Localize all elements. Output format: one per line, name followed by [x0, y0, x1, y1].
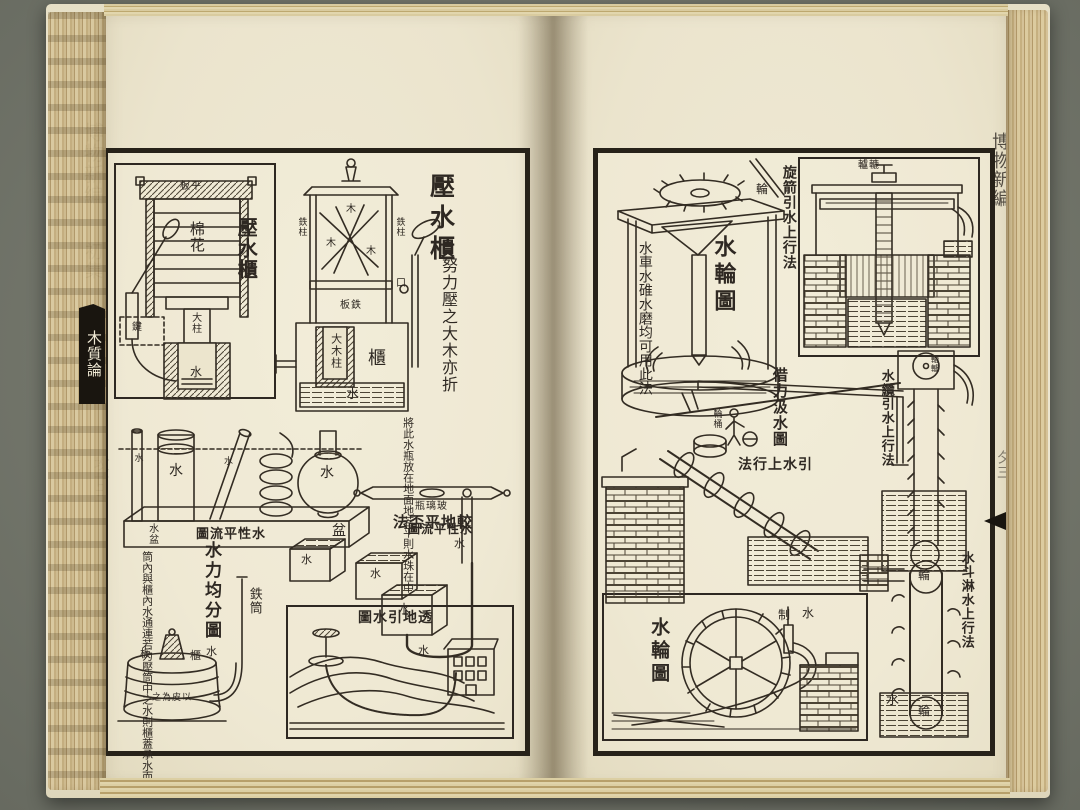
- case-wheel-group: 輪 水輪圖 水車水碓水磨均可用此法: [600, 157, 792, 429]
- waterwheel-caption: 水輪圖: [648, 617, 670, 686]
- press-water-label: 水: [190, 365, 204, 379]
- case-wheel-label: 輪: [756, 182, 770, 196]
- cable-axle-label: 轆轤: [930, 355, 940, 373]
- distributor-pipe-label: 鉄筒: [247, 587, 263, 615]
- tower-iron-board-label: 板鉄: [340, 300, 362, 311]
- tower-chest-label: 櫃: [368, 348, 387, 368]
- middle-devices-drawing: [598, 153, 980, 741]
- case-wheel-caption: 水輪圖: [711, 235, 737, 316]
- vessel-slant-water-label: 水: [224, 456, 235, 466]
- vessel-tube-water-label: 水: [133, 453, 144, 463]
- stacked-page-edges-bottom: [100, 778, 1010, 798]
- distributor-group: 水力均分圖 筒內與櫃內水通連若力壓筒中之水則櫃蓋承水而起 板 櫃 水 之為皮以 …: [114, 535, 274, 793]
- waterwheel-box: 水輪圖 制 水: [602, 593, 868, 741]
- tower-iron-pillar-left-label: 鉄柱: [297, 217, 308, 237]
- right-plate: 輪 水輪圖 水車水碓水磨均可用此法 旋箭引水上行法: [593, 148, 995, 756]
- waterwheel-water-label: 水: [802, 606, 816, 620]
- elevator-wheel-top-label: 輪: [918, 568, 932, 582]
- screw-axle-label: 轤轆: [858, 160, 880, 171]
- tower-wood-label-2: 木: [326, 238, 337, 249]
- pipe-tube-water-label: 水: [454, 538, 466, 550]
- distributor-drawing: [114, 535, 274, 737]
- level-note: 將此水瓶放在地面地若平則水珠在中: [401, 417, 414, 593]
- press-cotton-label: 棉花: [187, 221, 204, 253]
- underground-caption: 圖水引地透: [358, 611, 433, 626]
- distributor-board-label: 板: [140, 648, 152, 660]
- box1-water-label: 水: [301, 554, 313, 566]
- tower-note: 努力壓之大木亦折: [438, 257, 456, 393]
- connected-boxes-drawing: [270, 483, 515, 667]
- underground-drawing: [288, 607, 508, 733]
- left-margin-chapter-tab: 木質論: [79, 304, 105, 404]
- distributor-chest-label: 櫃: [190, 650, 202, 662]
- box2-water-label: 水: [370, 568, 382, 580]
- vessel-vase-water-label: 水: [320, 466, 335, 481]
- vessel-cylinder-water-label: 水: [169, 464, 184, 479]
- level-bottle-label: 瓶璃玻: [415, 501, 448, 512]
- chapter-tab-label: 木質論: [84, 330, 101, 378]
- underground-box: 圖水引地透: [286, 605, 514, 739]
- press-key-label: 鍵: [132, 322, 143, 333]
- left-plate: 板平 棉花 鍵 大柱 水 壓水櫃: [103, 148, 530, 793]
- box3-water-label: 水: [398, 602, 412, 616]
- distributor-caption: 水力均分圖: [202, 541, 222, 641]
- tower-iron-pillar-right-label: 鉄柱: [395, 217, 406, 237]
- tower-wood-label-1: 木: [346, 204, 357, 215]
- vessels-drawing: [114, 421, 379, 561]
- boxes-caption: 圖流平性水: [408, 522, 474, 536]
- pipe-bottom-water-label: 水: [418, 645, 430, 657]
- distributor-leather-note: 之為皮以: [152, 692, 193, 702]
- elevator-caption: 水斗淋水上行法: [959, 551, 975, 649]
- tower-water-label: 水: [346, 386, 361, 401]
- connected-boxes-group: 水 水 水 水 水 圖流平性水: [270, 483, 515, 667]
- lever-well-method-caption: 法行上水引: [738, 458, 813, 473]
- press-cabinet-box: 板平 棉花 鍵 大柱 水 壓水櫃: [114, 163, 276, 399]
- elevator-wheel-bottom-label: 輪: [918, 704, 932, 718]
- open-book: 博物新編 初集 木質論 坆廿三 博物新編 夕三: [46, 4, 1050, 798]
- screw-box: 轤轆: [798, 157, 980, 357]
- press-top-board-label: 板平: [180, 181, 202, 192]
- lever-well-bucket-label: 輪桶: [712, 409, 723, 429]
- right-margin-book-title: 博物新編: [990, 132, 1011, 208]
- vessels-group: 水 水 水 水 水盆 圖流平性水 盆: [114, 421, 379, 561]
- case-wheel-note: 水車水碓水磨均可用此法: [636, 241, 652, 395]
- vessels-basin-label: 水盆: [146, 523, 158, 545]
- tower-press-group: 鉄柱 鉄柱 木 木 木 板鉄 大木柱 櫃 水 口: [276, 155, 426, 427]
- press-heading: 壓水櫃: [234, 217, 257, 280]
- press-pillar-label: 大柱: [189, 312, 201, 334]
- tower-press-drawing: [276, 155, 426, 427]
- tower-mouth-label: 口: [396, 278, 407, 289]
- level-group: 將此水瓶放在地面地若平則水珠在中 瓶璃玻 法否平地較: [353, 415, 511, 593]
- press-cabinet-drawing: [116, 165, 274, 397]
- tower-big-pillar-label: 大木柱: [329, 333, 342, 369]
- distributor-water-label: 水: [206, 646, 218, 658]
- cable-caption: 水纜引水上行法: [879, 369, 895, 467]
- waterwheel-gate-label: 制: [778, 608, 792, 622]
- tower-wood-label-3: 木: [366, 246, 377, 257]
- screw-caption: 旋箭引水上行法: [780, 165, 796, 270]
- distributor-note: 筒內與櫃內水通連若力壓筒中之水則櫃蓋承水而起: [140, 551, 153, 793]
- elevator-water-label: 水: [886, 692, 901, 707]
- screw-drawing: [800, 159, 974, 351]
- right-margin-black-wedge: [984, 512, 1006, 530]
- stacked-page-edges-right: [1006, 10, 1048, 792]
- tower-heading: 壓水櫃: [426, 173, 454, 266]
- waterwheel-drawing: [604, 595, 862, 735]
- vessels-basin2-label: 盆: [332, 524, 347, 539]
- stacked-page-edges-top: [104, 4, 1008, 16]
- level-drawing: [353, 415, 511, 539]
- vessels-caption: 圖流平性水: [196, 526, 267, 541]
- level-caption: 法否平地較: [393, 515, 474, 531]
- lever-well-caption: 借力汲水圖: [770, 367, 787, 447]
